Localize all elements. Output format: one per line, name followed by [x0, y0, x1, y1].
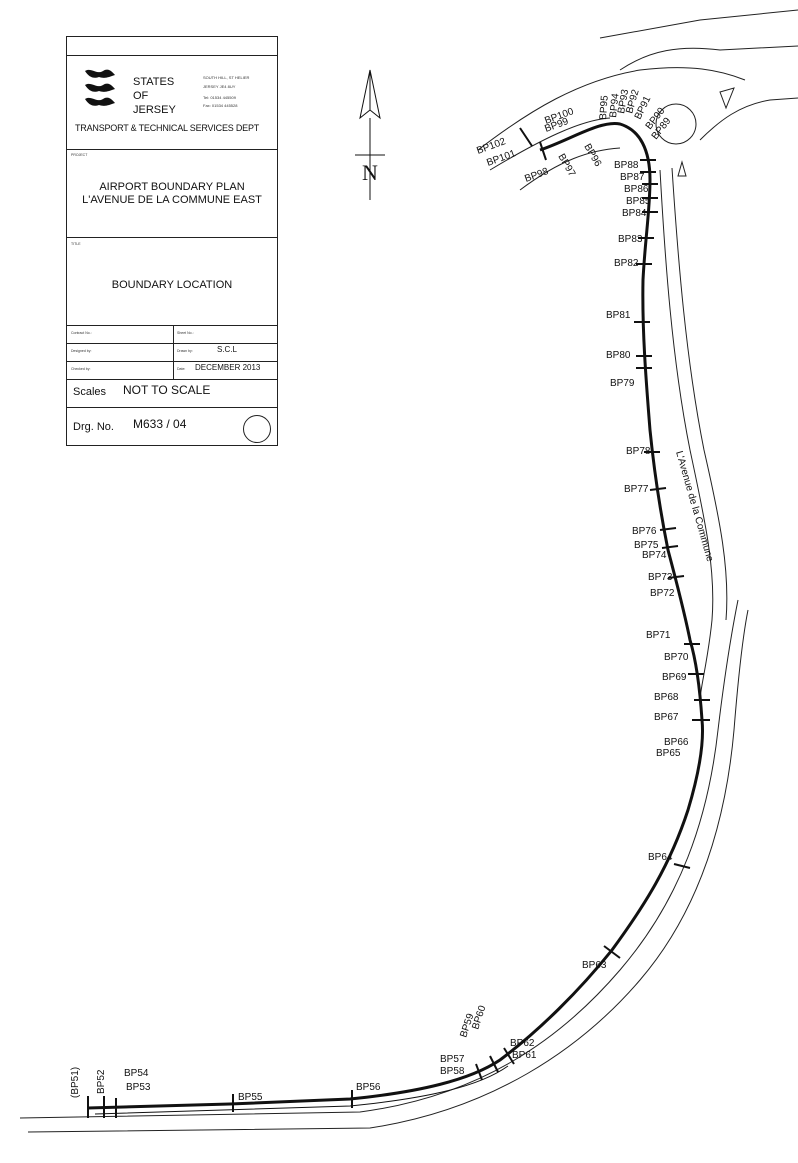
bp-label: BP72 [650, 588, 675, 599]
sheet-no-label: Sheet No.: [177, 331, 194, 335]
bp-label: BP57 [440, 1054, 465, 1065]
bp-label: BP84 [622, 208, 647, 219]
bp-label: BP58 [440, 1066, 465, 1077]
boundary-line [87, 121, 704, 1110]
drawn-by-label: Drawn by: [177, 349, 193, 353]
drawing-number-value: M633 / 04 [133, 417, 187, 431]
bp-label: BP69 [662, 672, 687, 683]
bp-label: BP64 [648, 852, 673, 863]
bp-label: BP77 [624, 484, 649, 495]
bp-label: BP52 [96, 1069, 107, 1094]
date-label: Date: [177, 367, 186, 371]
bp-label: BP71 [646, 630, 671, 641]
bp-label: BP93 [616, 88, 631, 114]
bp-label: BP87 [620, 172, 645, 183]
bp-label: BP60 [470, 1004, 488, 1031]
org-name: STATES OF JERSEY [133, 76, 176, 116]
bp-label: BP67 [654, 712, 679, 723]
bp-label: BP74 [642, 550, 667, 561]
bp-label: BP73 [648, 572, 673, 583]
project-label: PROJECT [71, 153, 88, 157]
bp-label: BP96 [581, 142, 603, 169]
title-label: TITLE [71, 242, 81, 246]
bp-label: BP54 [124, 1068, 149, 1079]
bp-label: BP79 [610, 378, 635, 389]
boundary-ticks [87, 127, 710, 1118]
revision-circle-icon [243, 415, 271, 443]
department-name: TRANSPORT & TECHNICAL SERVICES DEPT [75, 123, 260, 133]
north-arrow-icon [355, 69, 385, 200]
scales-value: NOT TO SCALE [123, 383, 211, 397]
bp-label: BP63 [582, 960, 607, 971]
bp-label: BP78 [626, 446, 651, 457]
north-label: N [362, 160, 378, 185]
title-block: STATES OF JERSEY SOUTH HILL, ST HELIER J… [66, 36, 278, 446]
address-line: JERSEY JE4 8UY [203, 84, 236, 89]
bp-label: (BP51) [70, 1067, 81, 1098]
drawing-number-label: Drg. No. [73, 421, 114, 433]
bp-label: BP56 [356, 1082, 381, 1093]
address-line: SOUTH HILL, ST HELIER [203, 75, 250, 80]
bp-label: BP62 [510, 1038, 535, 1049]
bp-label: BP55 [238, 1092, 263, 1103]
bp-label: BP88 [614, 160, 639, 171]
bp-label: BP76 [632, 526, 657, 537]
contact-line: Tel: 01534 445509 [203, 95, 236, 100]
bp-label: BP95 [598, 95, 611, 121]
road-edges [19, 9, 798, 1133]
drawn-by-value: S.C.L [217, 345, 238, 354]
road-name-label: L'Avenue de la Commune [673, 450, 715, 564]
scales-label: Scales [73, 386, 107, 398]
designed-by-label: Designed by: [71, 349, 92, 353]
bp-label: BP98 [523, 166, 550, 185]
contract-no-label: Contract No.: [71, 331, 92, 335]
bp-label: BP53 [126, 1082, 151, 1093]
bp-label: BP85 [626, 196, 651, 207]
bp-label: BP75 [634, 540, 659, 551]
bp-label: BP65 [656, 748, 681, 759]
bp-label: BP83 [618, 234, 643, 245]
bp-label: BP68 [654, 692, 679, 703]
bp-label: BP94 [608, 92, 622, 118]
bp-label: BP81 [606, 310, 631, 321]
bp-label: BP61 [512, 1050, 537, 1061]
date-value: DECEMBER 2013 [195, 363, 261, 372]
drawing-title: BOUNDARY LOCATION [111, 279, 233, 291]
bp-label: BP82 [614, 258, 639, 269]
bp-label: BP86 [624, 184, 649, 195]
jersey-crest-icon [83, 67, 117, 109]
contact-line: Fax: 01534 445528 [203, 103, 238, 108]
bp-label: BP70 [664, 652, 689, 663]
bp-label: BP66 [664, 737, 689, 748]
project-name: AIRPORT BOUNDARY PLAN L'AVENUE DE LA COM… [82, 181, 262, 206]
checked-by-label: Checked by: [71, 367, 91, 371]
bp-label: BP80 [606, 350, 631, 361]
